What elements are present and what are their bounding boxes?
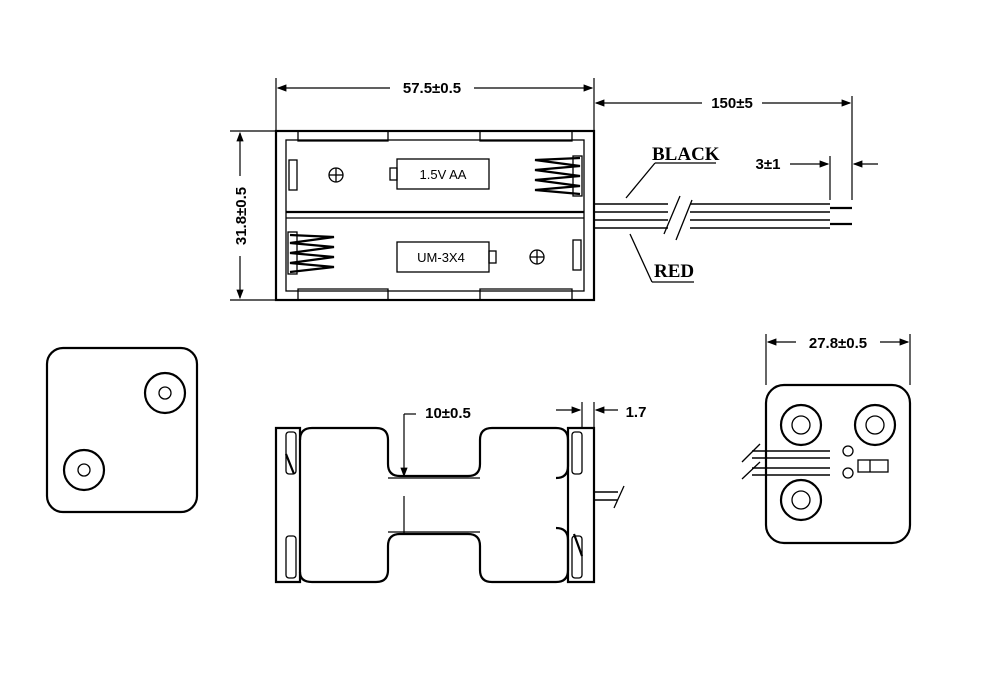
length-dim-label: 57.5±0.5 [403, 80, 461, 97]
tab-dim-label: 1.7 [626, 404, 647, 421]
flat-contact-upper [288, 159, 298, 191]
end-plate-wired [764, 383, 912, 545]
lower-cell-shape [298, 526, 570, 584]
spring-icon-lower [289, 233, 335, 274]
contact-tab-right [572, 533, 584, 557]
end-plate [45, 346, 199, 514]
end-view-right: 27.8±0.5 [741, 333, 912, 545]
bottom-clips [297, 288, 573, 300]
flat-contact-lower [572, 239, 582, 271]
rivet-top-left [779, 403, 823, 447]
plus-icon-lower [529, 249, 545, 265]
rivet-hole-bottom [62, 448, 106, 492]
black-wire-label: BLACK [652, 144, 720, 165]
rivet-top-right [853, 403, 897, 447]
top-clips [297, 131, 573, 142]
spring-icon-upper [534, 156, 581, 196]
lead-wires [594, 195, 852, 241]
holder-outline [274, 129, 596, 302]
plus-icon-upper [328, 167, 344, 183]
end-view-left [45, 346, 199, 514]
lower-cell-label: UM-3X4 [417, 250, 465, 265]
height-dim-label: 31.8±0.5 [233, 187, 250, 245]
red-wire-label: RED [654, 261, 694, 282]
bottom-view: 10±0.5 1.7 [274, 402, 647, 584]
top-view: 1.5V AA UM-3X4 [230, 78, 878, 302]
bottom-outline [274, 426, 302, 584]
upper-cell-shape [298, 426, 570, 480]
rivet-hole-top [143, 371, 187, 415]
holder-inner-outline [285, 139, 585, 292]
side-width-dim-label: 27.8±0.5 [809, 335, 867, 352]
rivet-bottom-left [779, 478, 823, 522]
strip-length-dim-label: 3±1 [756, 156, 781, 173]
contact-tab-left [284, 453, 296, 475]
pitch-dim-label: 10±0.5 [425, 405, 471, 422]
upper-cell-label: 1.5V AA [420, 167, 467, 182]
lead-length-dim-label: 150±5 [711, 95, 753, 112]
break-mark [663, 195, 681, 235]
